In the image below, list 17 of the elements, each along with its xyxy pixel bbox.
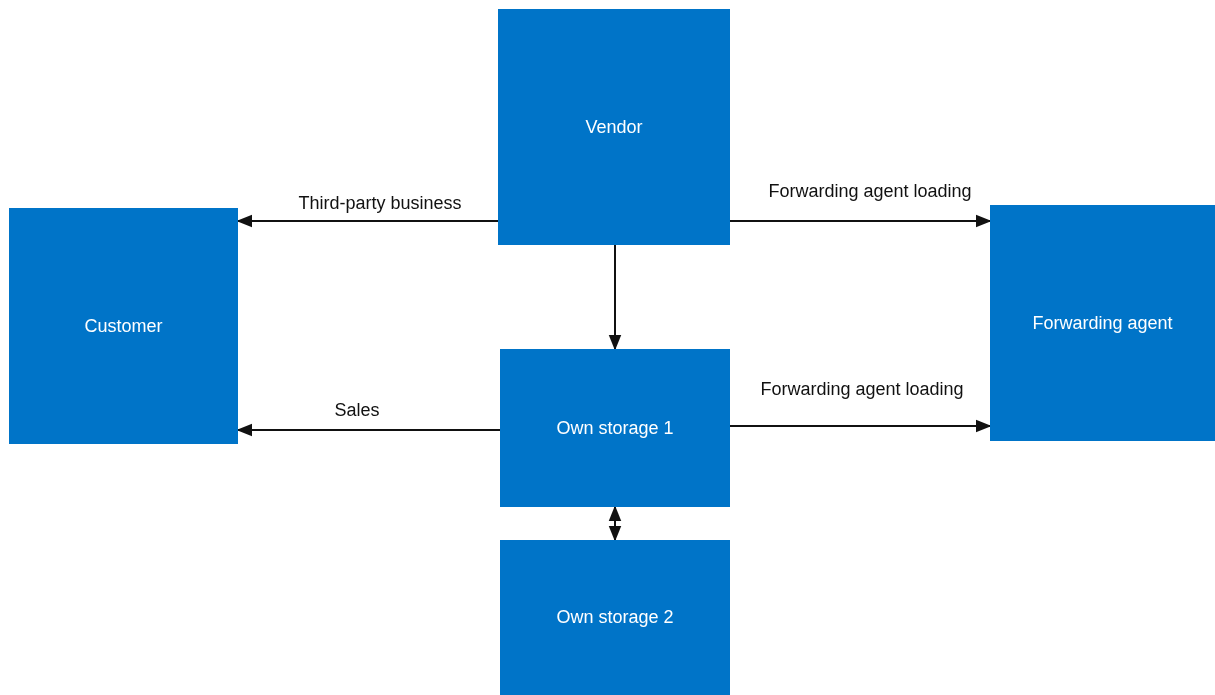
node-label: Forwarding agent <box>1032 312 1173 334</box>
process-box <box>500 540 730 695</box>
node-label: Own storage 2 <box>556 607 674 628</box>
process-box <box>9 208 238 444</box>
arrow <box>729 214 992 228</box>
edge-label: Third-party business <box>296 193 464 214</box>
edge-label: Forwarding agent loading <box>758 379 966 400</box>
process-box <box>498 9 730 245</box>
edge-label: Forwarding agent loading <box>766 181 974 202</box>
arrow <box>729 419 992 433</box>
arrow <box>608 244 622 351</box>
node-label: Customer <box>84 315 163 337</box>
node-label: Vendor <box>585 116 643 138</box>
process-box <box>990 205 1215 441</box>
node-label: Own storage 1 <box>556 417 674 439</box>
arrow <box>608 505 622 542</box>
process-box <box>500 349 730 507</box>
